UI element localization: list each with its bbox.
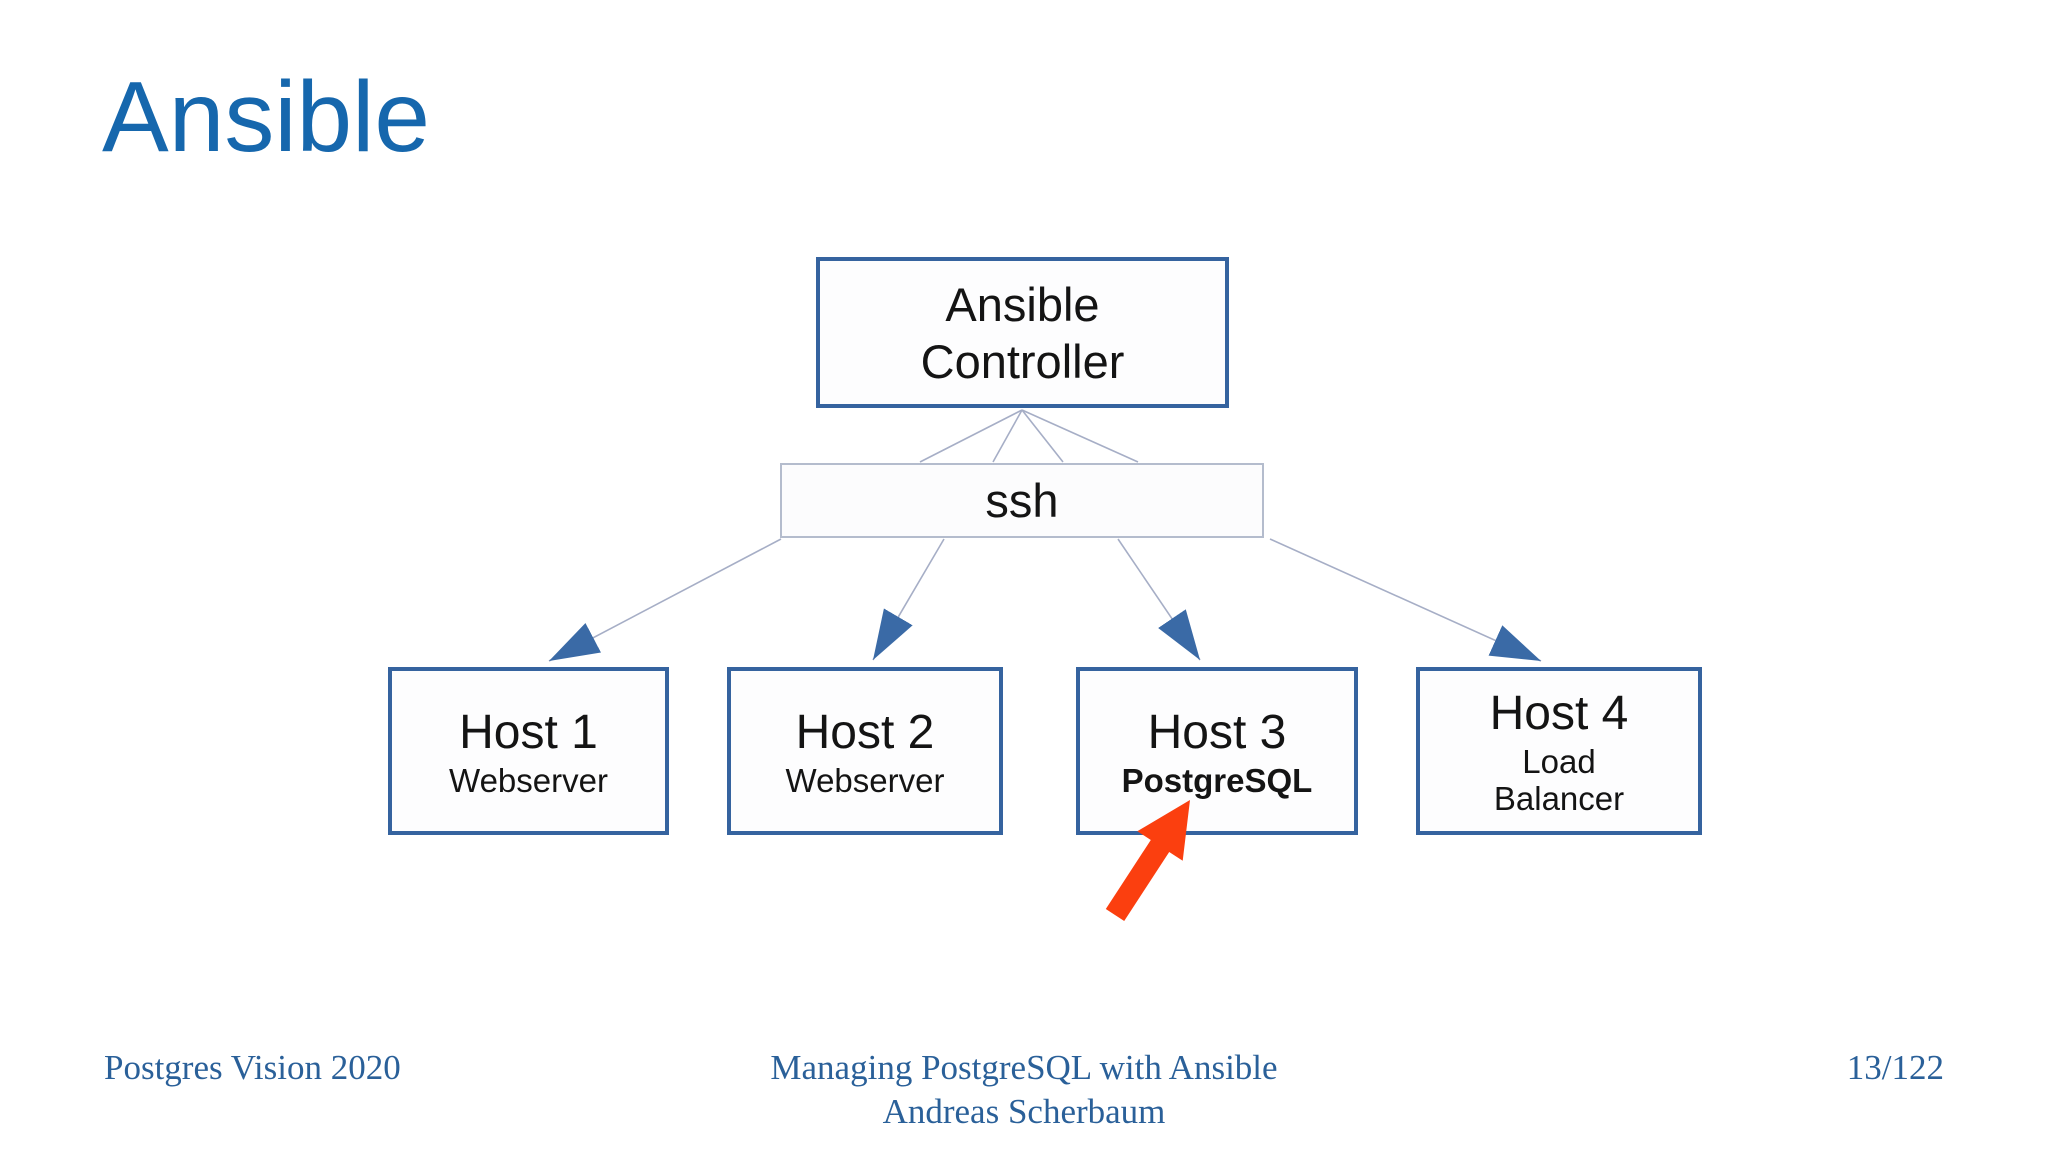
footer-presentation-title: Managing PostgreSQL with Ansible <box>770 1048 1278 1087</box>
host-name: Host 2 <box>795 705 935 759</box>
controller-to-ssh-line-2 <box>992 409 1023 463</box>
ssh-box: ssh <box>780 463 1264 538</box>
footer-conference: Postgres Vision 2020 <box>104 1048 401 1087</box>
footer-title-author: Managing PostgreSQL with Ansible Andreas… <box>0 1046 2048 1134</box>
footer-author: Andreas Scherbaum <box>882 1092 1166 1131</box>
host-role: Webserver <box>449 761 608 799</box>
ssh-to-host3-connector <box>1117 538 1201 661</box>
controller-label-line2: Controller <box>920 334 1125 388</box>
host-box-2: Host 2 Webserver <box>727 667 1003 835</box>
controller-label-line1: Ansible <box>945 277 1100 331</box>
footer-page-number: 13/122 <box>1846 1048 1944 1087</box>
host-role: Load Balancer <box>1493 743 1625 817</box>
controller-to-ssh-line-1 <box>919 409 1023 463</box>
page-title: Ansible <box>102 61 430 173</box>
host-name: Host 3 <box>1147 705 1287 759</box>
ssh-label: ssh <box>985 474 1059 527</box>
ssh-to-host2-connector <box>872 538 945 661</box>
controller-to-ssh-line-3 <box>1021 409 1064 463</box>
controller-to-ssh-line-4 <box>1021 409 1139 463</box>
host-box-1: Host 1 Webserver <box>388 667 669 835</box>
host-role: Webserver <box>785 761 945 799</box>
host-box-4: Host 4 Load Balancer <box>1416 667 1702 835</box>
ansible-controller-box: Ansible Controller <box>816 257 1229 408</box>
host-name: Host 4 <box>1489 687 1629 740</box>
ssh-to-host1-connector <box>548 538 782 662</box>
host-name: Host 1 <box>459 705 598 759</box>
host-box-3: Host 3 PostgreSQL <box>1076 667 1358 835</box>
ssh-to-host4-connector <box>1269 538 1542 662</box>
host-role: PostgreSQL <box>1121 761 1313 799</box>
